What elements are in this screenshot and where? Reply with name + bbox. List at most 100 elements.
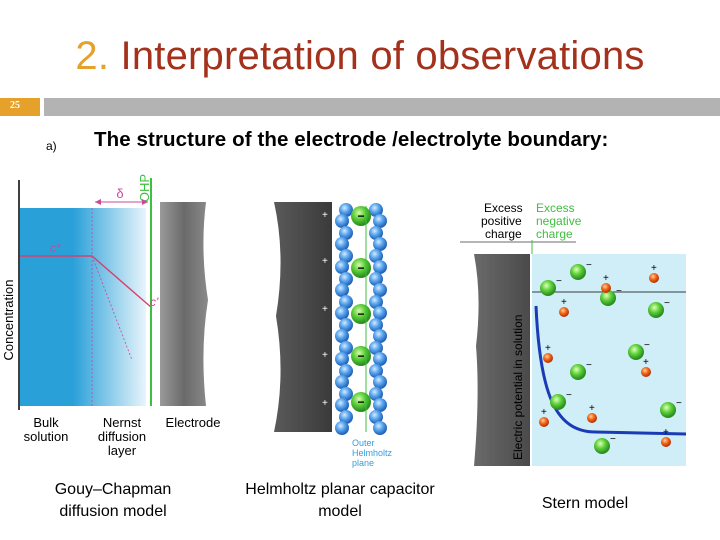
- plus-charge: +: [322, 210, 328, 221]
- anion-minus-sign: −: [586, 260, 592, 271]
- outer-plane-label-line3: plane: [352, 458, 374, 468]
- solvent-molecule: [373, 260, 387, 274]
- solvent-molecule: [335, 421, 349, 435]
- solvent-molecule: [339, 272, 353, 286]
- subtitle-marker: a): [46, 139, 57, 153]
- gouy-caption-line2: diffusion model: [59, 503, 167, 520]
- solvent-molecule: [339, 249, 353, 263]
- solvent-molecule: [335, 214, 349, 228]
- excess-positive-line1: Excess: [484, 201, 523, 215]
- cation-ball: [649, 273, 659, 283]
- electric-potential-label: Electric potential in solution: [511, 315, 525, 460]
- solvent-molecule: [373, 421, 387, 435]
- anion-minus-sign: −: [357, 307, 364, 321]
- solvent-molecule: [339, 295, 353, 309]
- title-number: 2.: [75, 34, 110, 78]
- title-text: Interpretation of observations: [120, 34, 645, 78]
- helmholtz-anions: − − − − −: [351, 206, 371, 412]
- anion-ball: [594, 438, 610, 454]
- anion-minus-sign: −: [357, 261, 364, 275]
- solvent-molecule: [369, 295, 383, 309]
- excess-negative-line3: charge: [536, 227, 573, 241]
- cation-ball: [601, 283, 611, 293]
- helmholtz-caption-line1: Helmholtz planar capacitor: [245, 481, 435, 498]
- gouy-caption-line1: Gouy–Chapman: [54, 481, 172, 498]
- stern-caption: Stern model: [541, 495, 629, 512]
- nernst-label-line2: diffusion: [98, 429, 146, 444]
- solvent-molecule: [373, 306, 387, 320]
- helmholtz-caption: Helmholtz planar capacitor model: [222, 479, 458, 523]
- solvent-molecule: [369, 272, 383, 286]
- cation-plus-sign: +: [561, 297, 567, 308]
- cation-ball: [543, 353, 553, 363]
- anion-minus-sign: −: [357, 349, 364, 363]
- solvent-molecule: [373, 352, 387, 366]
- subtitle: The structure of the electrode /electrol…: [94, 128, 609, 151]
- anion-minus-sign: −: [676, 398, 682, 409]
- cation-ball: [559, 307, 569, 317]
- solvent-molecule: [339, 410, 353, 424]
- anion-ball: [540, 280, 556, 296]
- solvent-molecule: [339, 387, 353, 401]
- nernst-label-line1: Nernst: [103, 415, 142, 430]
- solvent-molecule: [373, 398, 387, 412]
- plus-charge: +: [322, 350, 328, 361]
- c-star-label: c*: [50, 241, 61, 255]
- outer-plane-label-line2: Helmholtz: [352, 448, 393, 458]
- helmholtz-caption-line2: model: [318, 503, 362, 520]
- plus-charge: +: [322, 256, 328, 267]
- anion-ball: [600, 290, 616, 306]
- solvent-molecule: [335, 329, 349, 343]
- solvent-molecule: [369, 341, 383, 355]
- solvent-molecule: [369, 226, 383, 240]
- cation-ball: [539, 417, 549, 427]
- solvent-molecule: [339, 318, 353, 332]
- anion-minus-sign: −: [586, 360, 592, 371]
- solvent-molecule: [335, 283, 349, 297]
- solvent-molecule: [335, 237, 349, 251]
- solvent-molecule: [369, 387, 383, 401]
- cation-ball: [661, 437, 671, 447]
- cation-ball: [587, 413, 597, 423]
- helmholtz-electrode: [274, 202, 332, 432]
- bulk-label-line1: Bulk: [33, 415, 59, 430]
- solvent-molecule: [369, 249, 383, 263]
- tangent-line: [91, 255, 133, 361]
- anion-ball: [570, 364, 586, 380]
- anion-minus-sign: −: [644, 340, 650, 351]
- cation-plus-sign: +: [643, 357, 649, 368]
- solvent-molecule: [339, 341, 353, 355]
- cation-plus-sign: +: [663, 427, 669, 438]
- solvent-molecule: [335, 375, 349, 389]
- solvent-molecule: [369, 364, 383, 378]
- solvent-molecule: [373, 329, 387, 343]
- anion-ball: [648, 302, 664, 318]
- plus-charge: +: [322, 398, 328, 409]
- solvent-molecule: [373, 283, 387, 297]
- solvent-molecule: [335, 260, 349, 274]
- slide-number: 25: [10, 100, 20, 111]
- stern-electrode: [474, 254, 530, 466]
- helmholtz-diagram: +++++ −−−−− Outer Helmholtz plane: [274, 202, 393, 468]
- title-divider-bar: [44, 98, 720, 116]
- excess-negative-line2: negative: [536, 214, 582, 228]
- cation-plus-sign: +: [651, 263, 657, 274]
- solution-region: [20, 208, 146, 406]
- stern-cations: ++++++++: [539, 263, 671, 447]
- outer-plane-label-line1: Outer: [352, 438, 375, 448]
- anion-minus-sign: −: [610, 434, 616, 445]
- anion-ball: [570, 264, 586, 280]
- anion-minus-sign: −: [566, 390, 572, 401]
- anion-minus-sign: −: [616, 286, 622, 297]
- anion-minus-sign: −: [357, 395, 364, 409]
- solvent-molecule: [369, 318, 383, 332]
- anion-ball: [628, 344, 644, 360]
- gouy-caption: Gouy–Chapman diffusion model: [28, 479, 198, 523]
- delta-arrowhead-right: [142, 199, 148, 205]
- stern-diagram: Excess positive charge Excess negative c…: [460, 201, 687, 466]
- anion-ball: [660, 402, 676, 418]
- anion-minus-sign: −: [357, 209, 364, 223]
- cation-plus-sign: +: [545, 343, 551, 354]
- gouy-chapman-diagram: Concentration OHP δ c* c' Bulk solution …: [1, 174, 220, 458]
- ohp-label: OHP: [137, 174, 152, 202]
